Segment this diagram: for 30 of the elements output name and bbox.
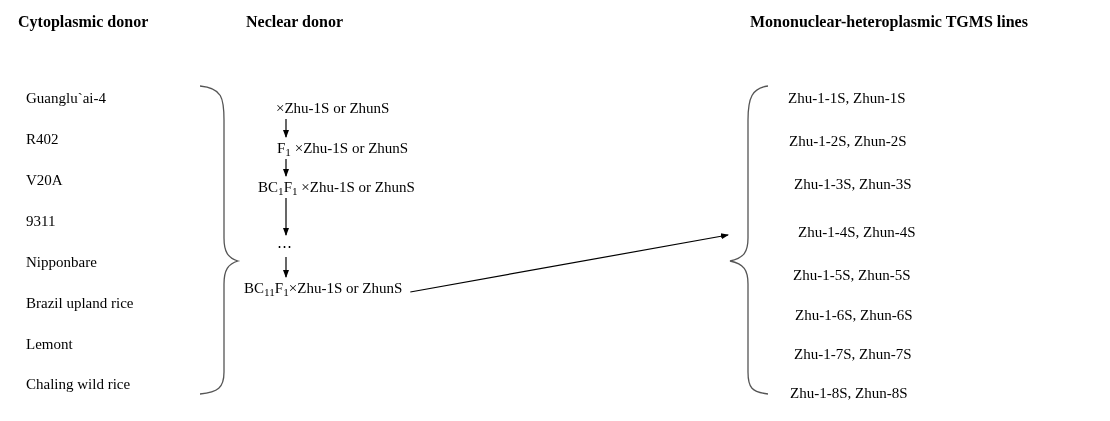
line-name: Zhu-1-1S, Zhun-1S [788,89,906,108]
line-name: Zhu-1-8S, Zhun-8S [790,384,908,403]
donor-name: Brazil upland rice [26,294,134,313]
column-heading: Neclear donor [246,12,343,32]
generation-text: ⋯ [277,236,292,256]
line-name: Zhu-1-6S, Zhun-6S [795,306,913,325]
generation-text: BC$_{1}$F$_{1}$ ×Zhu-1S or ZhunS [258,177,415,197]
line-name: Zhu-1-5S, Zhun-5S [793,266,911,285]
column-heading: Cytoplasmic donor [18,12,149,32]
arrow [283,118,289,138]
generation-text: ×Zhu-1S or ZhunS [276,98,390,118]
donor-name: V20A [26,171,63,190]
donor-name: Nipponbare [26,253,97,272]
curly-brace [729,85,769,395]
line-name: Zhu-1-4S, Zhun-4S [798,223,916,242]
line-name: Zhu-1-3S, Zhun-3S [794,175,912,194]
arrow [409,233,729,293]
arrow [283,197,289,236]
line-name: Zhu-1-7S, Zhun-7S [794,345,912,364]
donor-name: Chaling wild rice [26,375,131,394]
generation-text: BC$_{11}$F$_{1}$×Zhu-1S or ZhunS [244,278,403,298]
donor-name: Lemont [26,335,73,354]
donor-name: R402 [26,130,59,149]
generation-text: F$_{1}$ ×Zhu-1S or ZhunS [277,138,409,158]
arrow [283,158,289,177]
donor-name: Guanglu`ai-4 [26,89,106,108]
line-name: Zhu-1-2S, Zhun-2S [789,132,907,151]
donor-name: 9311 [26,212,56,231]
column-heading: Mononuclear-heteroplasmic TGMS lines [750,12,1028,32]
arrow [283,256,289,278]
